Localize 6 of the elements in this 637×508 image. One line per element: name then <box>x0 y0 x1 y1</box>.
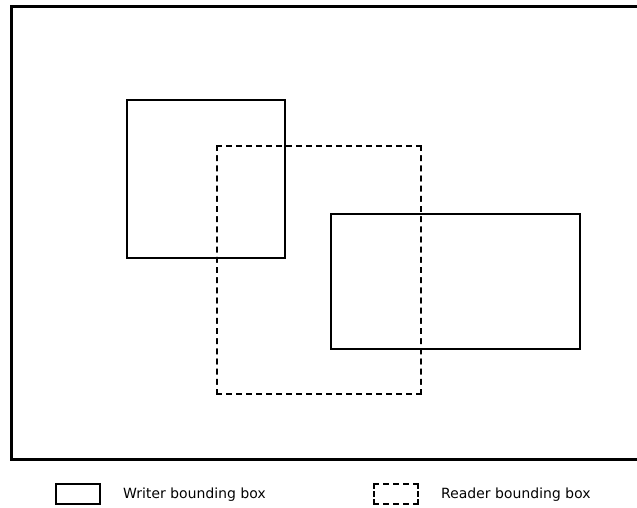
frame-border <box>10 5 637 461</box>
legend-label: Reader bounding box <box>441 484 590 504</box>
rectangle <box>126 99 286 259</box>
legend-label: Writer bounding box <box>123 484 266 504</box>
rectangle <box>330 213 581 350</box>
dashed-rectangle <box>216 145 422 395</box>
